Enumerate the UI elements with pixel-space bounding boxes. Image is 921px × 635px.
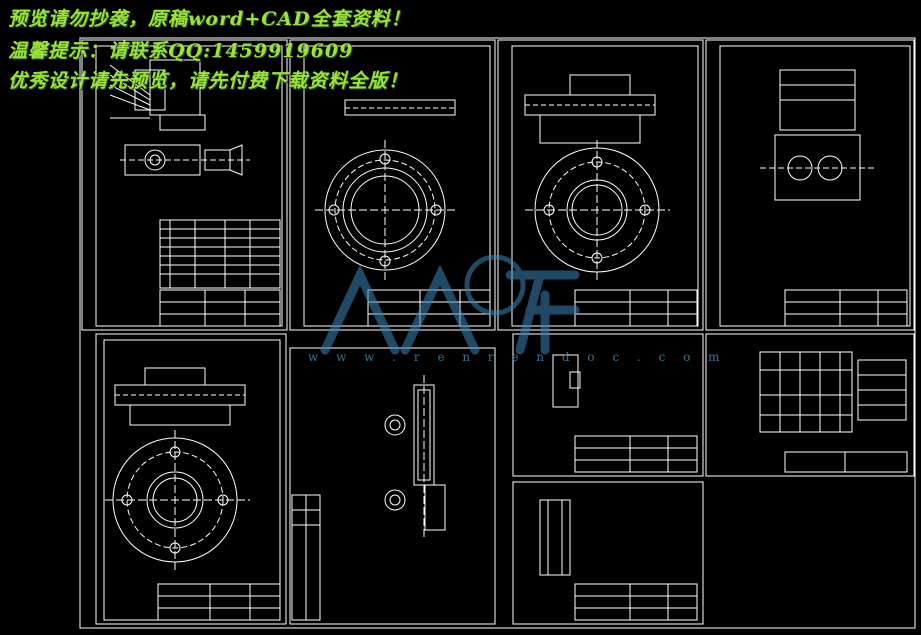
sheet-flange-1[interactable] [289, 39, 496, 331]
watermark-logo [320, 255, 580, 355]
sheet-flange-2[interactable] [497, 39, 704, 331]
sheet-schematic[interactable] [705, 333, 915, 477]
sheet-assembly[interactable] [81, 39, 288, 331]
banner-line-2: 温馨提示：请联系QQ:1459919609 [8, 40, 354, 62]
banner-line-3: 优秀设计请先预览，请先付费下载资料全版！ [8, 70, 409, 92]
sheet-flange-3[interactable] [95, 333, 287, 625]
watermark-url: w w w . r e n r e n d o c . c o m [308, 350, 727, 364]
sheet-bushing[interactable] [512, 481, 704, 625]
sheet-small-part[interactable] [512, 333, 704, 477]
sheet-part-detail[interactable] [705, 39, 915, 331]
sheet-shaft[interactable] [289, 347, 496, 625]
banner-line-1: 预览请勿抄袭，原稿word+CAD全套资料！ [8, 8, 411, 30]
model-space-border [79, 37, 916, 629]
